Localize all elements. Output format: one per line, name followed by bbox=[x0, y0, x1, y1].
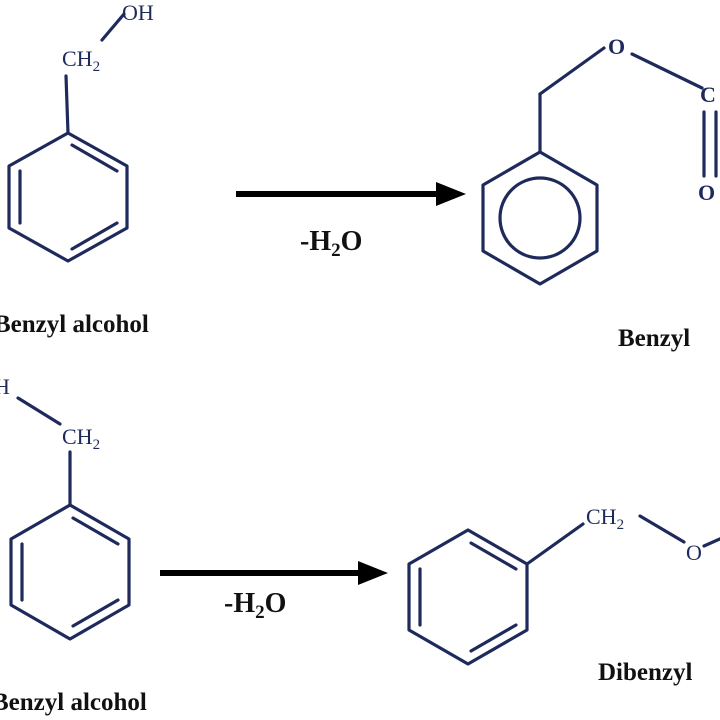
ether-oxygen: O bbox=[686, 540, 702, 565]
oh-group: OH bbox=[122, 0, 154, 25]
reaction-condition: -H2O bbox=[224, 588, 286, 623]
benzene-ring bbox=[407, 528, 529, 666]
ch2-to-o-bond bbox=[538, 46, 606, 96]
benzene-ring bbox=[481, 150, 599, 286]
reaction-1-arrow: -H2O bbox=[236, 182, 466, 261]
aromatic-double-bond bbox=[70, 143, 119, 173]
arrow-head bbox=[358, 561, 388, 585]
aromatic-ring-circle bbox=[498, 176, 582, 260]
oh-to-ch2-bond bbox=[16, 396, 62, 426]
product-name: Benzyl bbox=[618, 325, 690, 352]
ring-to-ch2-bond bbox=[64, 74, 70, 135]
carbonyl-carbon: C bbox=[700, 82, 716, 107]
reaction-2-arrow: -H2O bbox=[160, 561, 388, 623]
benzene-ring bbox=[9, 503, 131, 641]
aromatic-double-bond bbox=[469, 623, 518, 653]
ch2-group: CH2 bbox=[62, 424, 100, 453]
carbonyl-oxygen: O bbox=[698, 180, 715, 205]
product-name: Dibenzyl bbox=[598, 659, 693, 686]
arrow-head bbox=[436, 182, 466, 206]
o-to-c-bond bbox=[630, 52, 704, 90]
benzene-ring bbox=[7, 131, 129, 263]
reaction-1-reactant: CH2 OH Benzyl alcohol bbox=[0, 0, 154, 338]
ch2-group: CH2 bbox=[62, 46, 100, 75]
ring-to-ch2-bond bbox=[525, 522, 585, 566]
reaction-2-product: CH2 O Dibenzyl bbox=[407, 504, 720, 686]
ch2-group: CH2 bbox=[586, 504, 624, 533]
aromatic-double-bond bbox=[469, 541, 518, 571]
o-to-ch2-bond bbox=[702, 537, 720, 548]
aromatic-double-bond bbox=[70, 221, 119, 251]
reaction-1-product: O C O Benzyl bbox=[481, 34, 718, 352]
ch2-to-oh-bond bbox=[100, 12, 126, 42]
reactant-name: Benzyl alcohol bbox=[0, 689, 147, 716]
ch2-to-o-bond bbox=[638, 514, 686, 544]
oh-group: H bbox=[0, 374, 10, 399]
aromatic-double-bond bbox=[71, 598, 120, 628]
aromatic-double-bond bbox=[71, 516, 120, 546]
reaction-condition: -H2O bbox=[300, 226, 362, 261]
reaction-2-reactant: CH2 H Benzyl alcohol bbox=[0, 374, 147, 716]
ester-oxygen: O bbox=[608, 34, 625, 59]
reactant-name: Benzyl alcohol bbox=[0, 311, 149, 338]
